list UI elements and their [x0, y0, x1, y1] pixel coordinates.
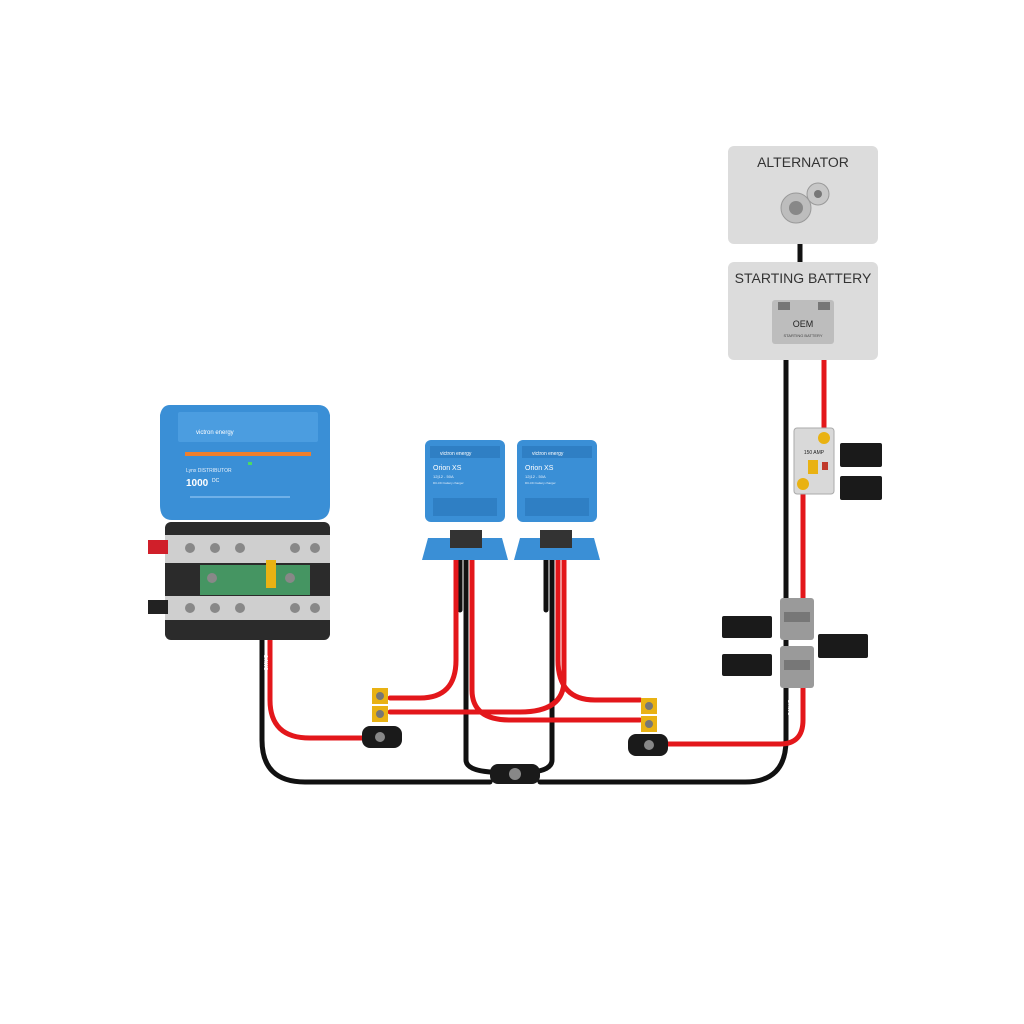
alternator-icon	[780, 182, 830, 224]
oem-label: OEM	[793, 319, 814, 329]
starting-battery-label: STARTING BATTERY	[735, 270, 872, 286]
lynx-rating-unit: DC	[212, 478, 220, 484]
anderson-connector	[780, 598, 814, 688]
fuse-holder-left	[362, 688, 402, 748]
wire-gauge-labels: 2 AWG 2 AWG 2 AWG	[262, 530, 810, 716]
oem-battery-icon: OEM STARTING BATTERY	[772, 300, 834, 344]
orion-2-sub: 12|12 - 50A	[525, 474, 546, 479]
wire-gauge-label: 2 AWG	[262, 655, 268, 671]
alternator-label: ALTERNATOR	[757, 154, 849, 170]
starting-battery-panel: STARTING BATTERY OEM STARTING BATTERY	[728, 262, 878, 360]
wire-gauge-label: 2 AWG	[804, 530, 810, 546]
fuse-holder-right	[628, 698, 668, 756]
orion-1-sub: 12|12 - 50A	[433, 474, 454, 479]
orion-2-line3: DC-DC battery charger	[525, 481, 556, 485]
orion-2-title: Orion XS	[525, 465, 554, 472]
connector-note-boxes	[722, 616, 868, 676]
circuit-breaker: 150 AMP	[793, 427, 835, 495]
orion-xs-2: victron energy Orion XS 12|12 - 50A DC-D…	[514, 440, 600, 560]
breaker-rating: 150 AMP	[804, 450, 825, 456]
lynx-busbar-base	[148, 522, 330, 640]
lynx-brand: victron energy	[196, 430, 234, 436]
lynx-rating: 1000	[186, 478, 209, 489]
orion-xs-1: victron energy Orion XS 12|12 - 50A DC-D…	[422, 440, 508, 560]
wire-gauge-label: 2 AWG	[786, 700, 792, 716]
orion-1-title: Orion XS	[433, 465, 462, 472]
orion-2-brand: victron energy	[532, 451, 564, 457]
lynx-distributor: victron energy Lynx DISTRIBUTOR 1000 DC	[160, 405, 330, 520]
negative-busbar	[490, 764, 540, 784]
alternator-panel: ALTERNATOR	[728, 146, 878, 244]
positive-wires	[267, 317, 827, 747]
orion-1-brand: victron energy	[440, 451, 472, 457]
breaker-note-boxes	[840, 443, 882, 500]
orion-1-line3: DC-DC battery charger	[433, 481, 464, 485]
oem-sub-label: STARTING BATTERY	[783, 333, 822, 338]
lynx-model: Lynx DISTRIBUTOR	[186, 468, 232, 474]
